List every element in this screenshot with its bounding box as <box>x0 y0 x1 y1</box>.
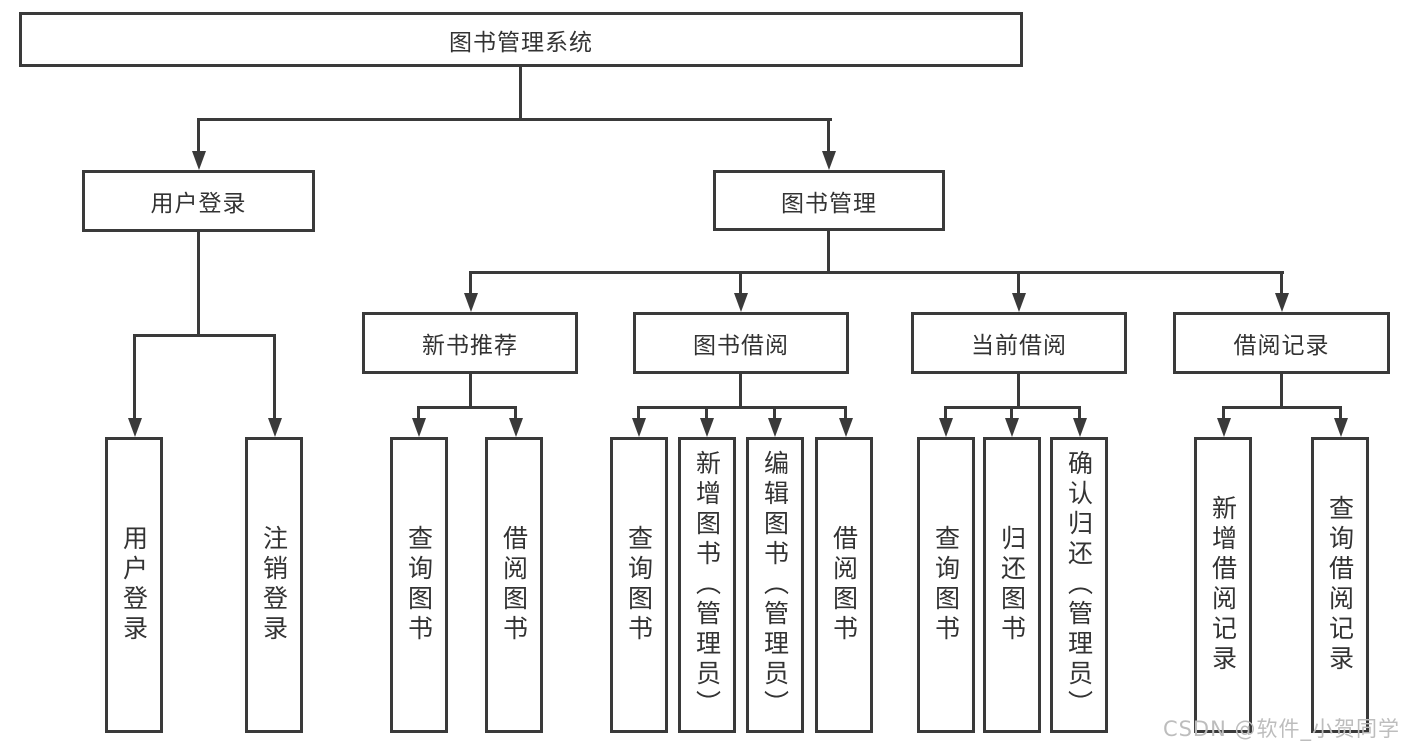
connector-v <box>133 334 136 421</box>
arrow-down-icon <box>127 418 142 437</box>
arrow-down-icon <box>1004 418 1019 437</box>
connector-h <box>133 334 276 337</box>
arrow-down-icon <box>767 418 782 437</box>
leaf-label: 编辑图书（管理员） <box>760 450 790 720</box>
arrow-down-icon <box>191 151 206 170</box>
node-user-login: 用户登录 <box>82 170 315 232</box>
arrow-down-icon <box>733 293 748 312</box>
leaf-label: 确认归还（管理员） <box>1064 450 1094 720</box>
leaf-confirm-return-admin: 确认归还（管理员） <box>1050 437 1108 733</box>
connector-v <box>519 67 522 121</box>
connector-v <box>514 406 517 421</box>
node-borrow-records: 借阅记录 <box>1173 312 1390 374</box>
connector-v <box>1017 271 1020 296</box>
arrow-down-icon <box>699 418 714 437</box>
leaf-label: 查询借阅记录 <box>1325 495 1355 675</box>
leaf-query-book-current: 查询图书 <box>917 437 975 733</box>
connector-v <box>773 406 776 421</box>
arrow-down-icon <box>1274 293 1289 312</box>
leaf-label: 归还图书 <box>997 525 1027 645</box>
arrow-down-icon <box>508 418 523 437</box>
connector-v <box>469 271 472 296</box>
connector-v <box>417 406 420 421</box>
arrow-down-icon <box>1011 293 1026 312</box>
node-label: 新书推荐 <box>422 333 518 359</box>
leaf-label: 查询图书 <box>624 525 654 645</box>
arrow-down-icon <box>267 418 282 437</box>
leaf-query-borrow-record: 查询借阅记录 <box>1311 437 1369 733</box>
arrow-down-icon <box>1216 418 1231 437</box>
node-label: 图书管理系统 <box>449 29 593 56</box>
leaf-label: 查询图书 <box>404 525 434 645</box>
arrow-down-icon <box>821 151 836 170</box>
connector-v <box>197 118 200 155</box>
connector-v <box>739 271 742 296</box>
connector-h <box>1222 406 1342 409</box>
connector-v <box>1280 271 1283 296</box>
node-current-borrow: 当前借阅 <box>911 312 1127 374</box>
node-library-system: 图书管理系统 <box>19 12 1023 67</box>
node-label: 用户登录 <box>150 191 247 217</box>
connector-v <box>1010 406 1013 421</box>
leaf-label: 借阅图书 <box>499 525 529 645</box>
leaf-label: 注销登录 <box>259 525 289 645</box>
connector-h <box>469 271 1284 274</box>
leaf-label: 查询图书 <box>931 525 961 645</box>
leaf-query-book-borrow: 查询图书 <box>610 437 668 733</box>
csdn-watermark: CSDN @软件_小贺同学 <box>1162 717 1400 741</box>
connector-v <box>827 118 830 155</box>
arrow-down-icon <box>938 418 953 437</box>
arrow-down-icon <box>631 418 646 437</box>
arrow-down-icon <box>411 418 426 437</box>
node-book-management: 图书管理 <box>713 170 945 231</box>
connector-v <box>1339 406 1342 421</box>
connector-h <box>417 406 517 409</box>
leaf-add-book-admin: 新增图书（管理员） <box>678 437 736 733</box>
connector-v <box>273 334 276 421</box>
node-book-borrow: 图书借阅 <box>633 312 849 374</box>
leaf-add-borrow-record: 新增借阅记录 <box>1194 437 1252 733</box>
arrow-down-icon <box>1333 418 1348 437</box>
leaf-label: 借阅图书 <box>829 525 859 645</box>
leaf-label: 用户登录 <box>119 525 149 645</box>
arrow-down-icon <box>1072 418 1087 437</box>
leaf-label: 新增借阅记录 <box>1208 495 1238 675</box>
connector-v <box>469 374 472 409</box>
connector-v <box>844 406 847 421</box>
connector-v <box>197 231 200 336</box>
leaf-return-book: 归还图书 <box>983 437 1041 733</box>
connector-h <box>197 118 832 121</box>
connector-h <box>637 406 847 409</box>
leaf-borrow-book-recommend: 借阅图书 <box>485 437 543 733</box>
leaf-query-book-recommend: 查询图书 <box>390 437 448 733</box>
node-label: 当前借阅 <box>971 333 1067 359</box>
leaf-edit-book-admin: 编辑图书（管理员） <box>746 437 804 733</box>
node-label: 图书管理 <box>781 190 877 217</box>
connector-v <box>739 374 742 409</box>
node-new-book-recommend: 新书推荐 <box>362 312 578 374</box>
connector-v <box>637 406 640 421</box>
connector-v <box>827 231 830 274</box>
node-label: 借阅记录 <box>1233 333 1330 359</box>
arrow-down-icon <box>838 418 853 437</box>
leaf-logout: 注销登录 <box>245 437 303 733</box>
connector-v <box>1017 374 1020 409</box>
connector-v <box>1078 406 1081 421</box>
connector-v <box>1280 374 1283 409</box>
leaf-user-login: 用户登录 <box>105 437 163 733</box>
arrow-down-icon <box>463 293 478 312</box>
leaf-label: 新增图书（管理员） <box>692 450 722 720</box>
connector-v <box>705 406 708 421</box>
connector-v <box>1222 406 1225 421</box>
node-label: 图书借阅 <box>693 333 789 359</box>
leaf-borrow-book: 借阅图书 <box>815 437 873 733</box>
connector-v <box>944 406 947 421</box>
